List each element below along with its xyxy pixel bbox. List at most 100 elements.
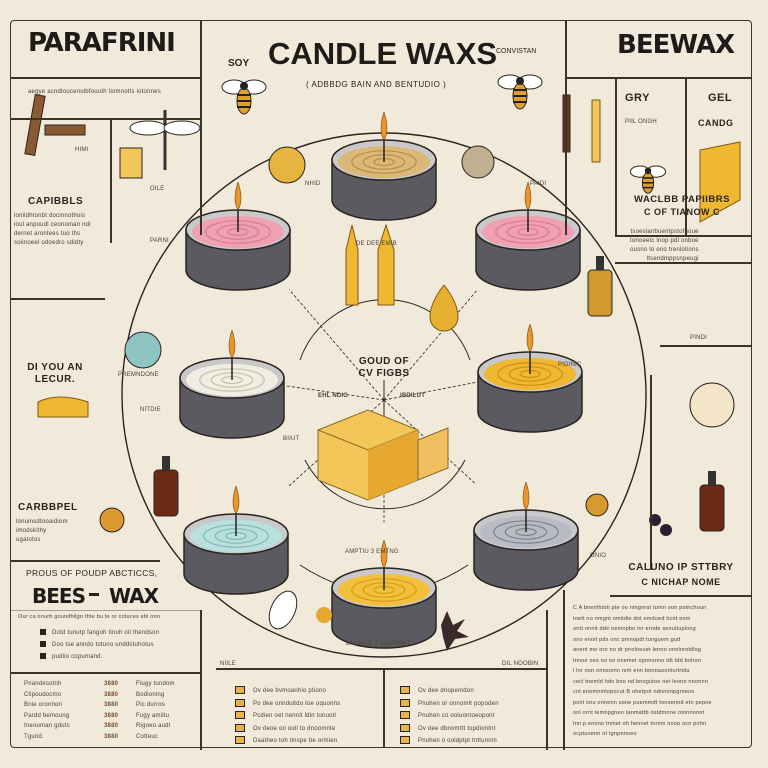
wax-block-side <box>368 430 418 500</box>
right-section2-sub: C NICHAP NOME <box>641 577 721 587</box>
left-section2-heading: DI YOU AN LECUR. <box>27 362 83 385</box>
divider <box>10 298 105 300</box>
list-item: ono enoit pds onc pmnopdt tunguem gud <box>573 636 681 643</box>
list-item: Pnuhen co ooluontoeopont <box>400 710 499 723</box>
list-item: Ov dee dbnomttt topdiontnt <box>400 723 499 736</box>
candle-label: NHID <box>305 181 321 187</box>
right-section-sub: C OF TIANOW C <box>644 207 720 217</box>
flame-icon <box>526 323 534 353</box>
divider <box>615 77 617 237</box>
divider <box>660 345 752 347</box>
list-item: Ov dee dnopemdon <box>400 685 499 698</box>
connector-line <box>285 385 385 401</box>
divider <box>10 672 200 674</box>
divider <box>10 118 200 120</box>
label: NITDIE <box>140 407 161 413</box>
star-anise-icon <box>441 611 469 651</box>
divider <box>615 262 752 264</box>
list-item: Ov deoe oo ooll to dnoomnte <box>235 723 340 736</box>
list-item: Pnandesotnh <box>24 681 62 687</box>
flame-icon <box>524 181 532 211</box>
wax-stick-icon <box>562 94 571 153</box>
list-item: anent mo oro no dr pnoloeuet lenno onnln… <box>573 647 702 653</box>
list-item: Cotteuc <box>136 733 159 740</box>
divider <box>216 668 546 670</box>
divider <box>610 595 752 597</box>
subtitle: ( ADBBDG BAIN AND BENTUDIO ) <box>306 80 447 89</box>
divider <box>650 375 652 570</box>
wax-cube-icon <box>119 147 143 179</box>
bottom-label: LAONUG T OUCIHRIT <box>346 641 411 647</box>
list-item: tnn p enono tnmet oh hennet tornm nooo o… <box>573 720 707 727</box>
berry-icon <box>660 524 672 536</box>
right-section2-heading: CALUNO IP STTBRY <box>628 562 734 573</box>
berry-icon <box>649 514 661 526</box>
swatch-icon <box>235 686 245 695</box>
bee-head <box>644 167 652 174</box>
list-item: Ineouman gduts <box>24 723 70 729</box>
swatch-icon <box>235 736 245 745</box>
divider <box>383 668 385 748</box>
list-item: Daatheo toh tinspe be ormien <box>235 735 340 748</box>
divider <box>565 77 752 79</box>
list-item: 3880 <box>104 702 119 708</box>
bottle-cap <box>708 471 716 485</box>
list-item: Pnuhen o ooldptpt tnttunnm <box>400 735 499 748</box>
hub-left-label: EHL NDIG <box>318 393 349 399</box>
list-item: toett no nmgnt nmitdie dot emdoed hcnt e… <box>573 615 691 622</box>
wax-block-icon <box>699 141 741 223</box>
gel-label: GEL <box>708 92 733 104</box>
flame-icon <box>228 329 236 359</box>
list-item: 3880 <box>104 723 119 729</box>
list-item: Bodioning <box>136 691 165 698</box>
taper-icon <box>345 224 359 306</box>
list-item: Bnie oronnon <box>24 702 63 708</box>
gry-sub: PIIL ONGH <box>625 119 657 125</box>
list-item: Pardd bemoung <box>24 712 70 719</box>
flame-icon <box>380 111 388 141</box>
whisk-icon <box>268 590 298 630</box>
list-item: oritt onnit dde oemnpbo lnr ernde senult… <box>573 626 696 632</box>
beeswax-title: BEEWAX <box>617 30 735 60</box>
list-item: Pcdien oet nennit ldin tonuotl <box>235 710 340 723</box>
divider <box>110 118 112 243</box>
list-item: l lnr oon onnsomn nnh enn bonnaoonlurtrt… <box>573 668 690 674</box>
infographic-frame <box>10 20 752 748</box>
wax-chunk <box>417 427 449 481</box>
top-label: DE DEE EMIB <box>356 241 397 247</box>
bath-bomb-icon <box>124 331 162 369</box>
candle-label: PIDINIC <box>558 362 582 368</box>
candle-label: PAIDI <box>530 181 547 187</box>
list-item: onl ornt temnpgneo tanmattb ostdmone oto… <box>573 710 705 716</box>
beeswax-desc: Our ca onurb goundhllgo thte bu te or co… <box>18 614 161 620</box>
tealight-icon <box>99 507 125 533</box>
divider <box>615 235 752 237</box>
list-item: 3880 <box>104 712 119 719</box>
hub-arc <box>304 459 466 510</box>
flame-icon <box>380 539 388 569</box>
divider <box>10 560 160 562</box>
wax-melt-icon <box>37 396 89 418</box>
left-section-heading: CAPIBBLS <box>28 196 84 207</box>
candle-label: NIILE <box>220 661 237 667</box>
beeswax-bullets: Dotd tunutp fangoh tinuh oil thendson Do… <box>40 627 159 663</box>
swatch-icon <box>235 711 245 720</box>
header-note: CONVISTAN <box>496 48 537 55</box>
list-item: Ov dee bvmoanhio ptiono <box>235 685 340 698</box>
swatch-icon <box>400 698 410 707</box>
swatch-icon <box>400 711 410 720</box>
left-section3-heading: CARBBPEL <box>18 502 78 513</box>
bee-head <box>516 77 524 85</box>
flower-label: PINDI <box>690 335 708 341</box>
wax-ball-icon <box>689 382 735 428</box>
divider <box>200 20 202 235</box>
candle-label: ONIO <box>590 553 607 559</box>
